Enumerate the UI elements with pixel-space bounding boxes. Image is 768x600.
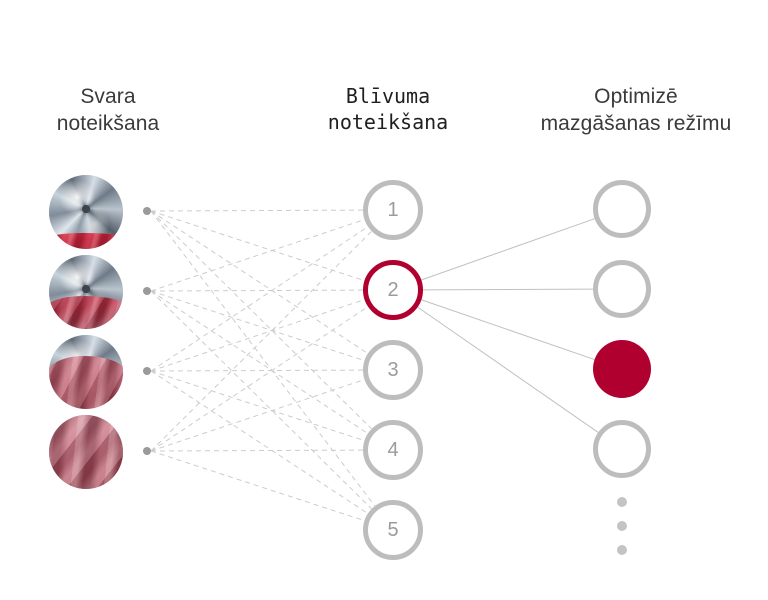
laundry-fill xyxy=(49,295,123,329)
laundry-fill xyxy=(49,232,123,249)
laundry-fill xyxy=(49,355,123,409)
hidden-node-label: 3 xyxy=(387,359,399,381)
input-connector-dot-2 xyxy=(143,287,151,295)
output-node-1[interactable] xyxy=(593,180,651,238)
hidden-node-label: 5 xyxy=(387,519,399,541)
hidden-node-label: 4 xyxy=(387,439,399,461)
input-connector-dot-4 xyxy=(143,447,151,455)
input-to-hidden-edges xyxy=(150,209,376,522)
column-title-weight: Svara noteikšana xyxy=(56,85,160,135)
hidden-node-5[interactable]: 5 xyxy=(363,500,423,560)
hidden-node-4[interactable]: 4 xyxy=(363,420,423,480)
ellipsis-dot-3 xyxy=(617,545,627,555)
input-connector-dot-1 xyxy=(143,207,151,215)
output-node-4[interactable] xyxy=(593,420,651,478)
input-thumbnail-drum-load-3[interactable] xyxy=(49,335,123,409)
input-thumbnail-drum-load-2[interactable] xyxy=(49,255,123,329)
input-thumbnail-drum-load-1[interactable] xyxy=(49,175,123,249)
column-title-density: Blīvuma noteikšana xyxy=(327,84,449,134)
ellipsis-dot-1 xyxy=(617,497,627,507)
hidden-node-label: 2 xyxy=(387,279,399,301)
ellipsis-dot-2 xyxy=(617,521,627,531)
output-node-3-selected[interactable] xyxy=(593,340,651,398)
hidden-node-2[interactable]: 2 xyxy=(363,260,423,320)
hidden-node-label: 1 xyxy=(387,199,399,221)
hidden-node-3[interactable]: 3 xyxy=(363,340,423,400)
output-node-2[interactable] xyxy=(593,260,651,318)
input-thumbnail-drum-load-4[interactable] xyxy=(49,415,123,489)
input-connector-dot-3 xyxy=(143,367,151,375)
laundry-fill xyxy=(49,415,123,489)
hidden-node-1[interactable]: 1 xyxy=(363,180,423,240)
column-title-optimize: Optimizē mazgāšanas režīmu xyxy=(540,85,732,135)
hidden-to-output-edges xyxy=(417,218,599,433)
